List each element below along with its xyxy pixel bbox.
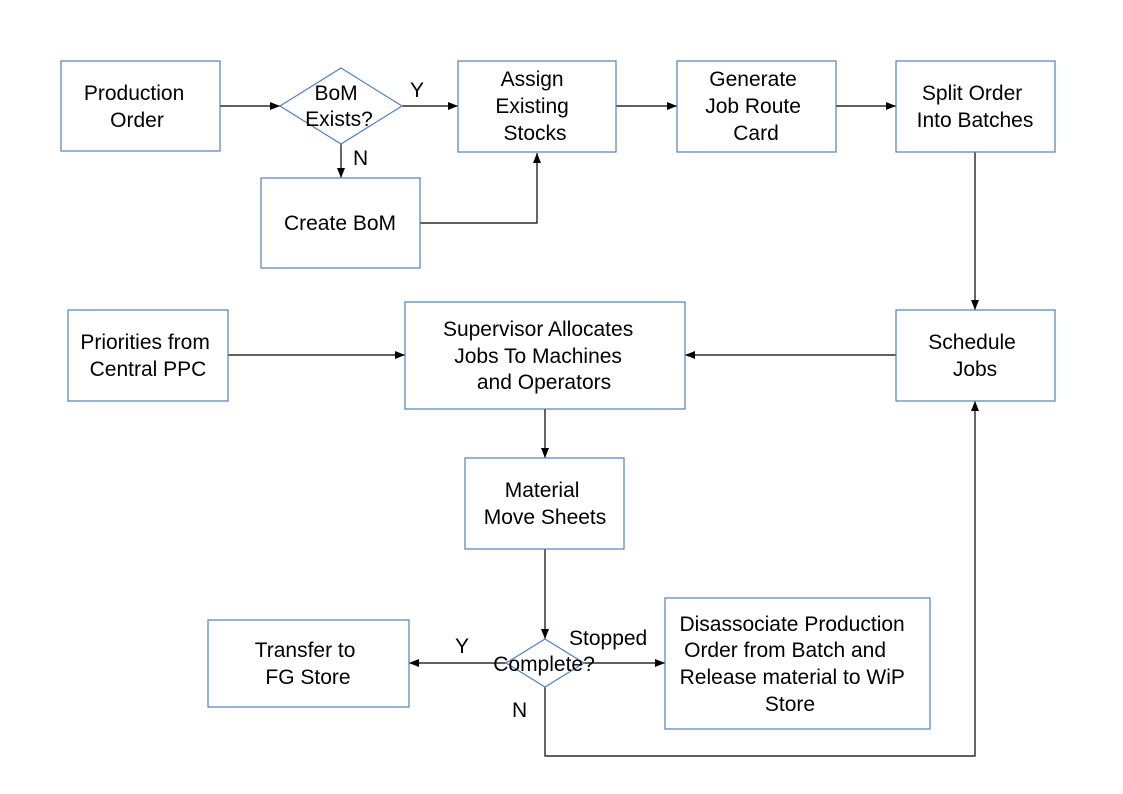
node-text: Schedule <box>928 331 1016 354</box>
svg-text:Split Order Into Batches: Split Order Into Batches <box>917 82 1034 132</box>
node-text: Order from Batch and <box>684 639 886 662</box>
node-create-bom: Create BoM <box>260 177 421 269</box>
node-text: Release material to WiP <box>680 666 905 689</box>
node-text: Generate <box>709 68 797 91</box>
node-text: Central PPC <box>90 358 207 381</box>
edge-label-complete-stopped: Stopped <box>569 627 647 650</box>
svg-text:Supervisor Allocates Job: Supervisor Allocates Jobs To Machines an… <box>443 318 639 394</box>
node-text: and Operators <box>477 371 611 394</box>
node-text: Move Sheets <box>484 506 607 529</box>
svg-text:Assign Existing St: Assign Existing Stocks <box>495 68 574 145</box>
node-text: Production <box>84 82 184 105</box>
edge-labels: Y N Y Stopped N <box>353 79 647 722</box>
decision-bom-exists: BoM Exists? <box>278 67 404 145</box>
node-supervisor-allocates: Supervisor Allocates Jobs To Machines an… <box>404 301 686 410</box>
node-transfer-fg-store: Transfer to FG Store <box>207 619 410 708</box>
node-text: Transfer to <box>255 639 356 662</box>
node-text: Jobs To Machines <box>454 345 622 368</box>
decision-complete: Complete? <box>493 638 595 688</box>
svg-text:Create BoM: Create BoM <box>284 212 396 235</box>
svg-text:Complete?: Complete? <box>493 653 595 676</box>
node-text: Exists? <box>305 108 373 131</box>
node-text: Assign <box>501 68 564 91</box>
node-text: Store <box>765 693 815 716</box>
node-text: Priorities from <box>80 331 210 354</box>
node-text: Disassociate Production <box>679 613 904 636</box>
svg-text:Schedule Jobs: Schedule Jobs <box>928 331 1021 381</box>
svg-text:Generate Job Route: Generate Job Route Card <box>705 68 807 145</box>
node-schedule-jobs: Schedule Jobs <box>895 309 1056 402</box>
edge-label-bom-yes: Y <box>410 79 424 102</box>
node-split-order: Split Order Into Batches <box>895 60 1056 153</box>
node-text: Existing <box>495 95 569 118</box>
node-text: Order <box>110 109 164 132</box>
node-text: BoM <box>314 82 357 105</box>
svg-text:Transfer to FG Store: Transfer to FG Store <box>255 639 362 689</box>
node-assign-existing-stocks: Assign Existing Stocks <box>457 60 617 153</box>
edge-label-complete-yes: Y <box>455 635 469 658</box>
node-material-move-sheets: Material Move Sheets <box>464 457 625 550</box>
node-text: Material <box>505 479 580 502</box>
node-text: Create BoM <box>284 212 396 235</box>
node-production-order: Production Order <box>60 60 221 152</box>
node-disassociate-production-order: Disassociate Production Order from Batch… <box>664 597 931 730</box>
node-text: Card <box>733 122 779 145</box>
svg-text:Priorities from Central: Priorities from Central PPC <box>80 331 215 381</box>
node-text: Stocks <box>503 122 566 145</box>
node-generate-job-route-card: Generate Job Route Card <box>676 60 837 153</box>
node-text: Supervisor Allocates <box>443 318 633 341</box>
node-text: Job Route <box>705 95 801 118</box>
connectors <box>220 102 979 757</box>
arrow-create-to-assign <box>420 153 541 224</box>
node-text: Split Order <box>922 82 1022 105</box>
svg-text:Material Move Sheets: Material Move Sheets <box>484 479 607 529</box>
edge-label-complete-no: N <box>512 699 527 722</box>
node-text: Complete? <box>493 653 595 676</box>
svg-text:Production Order: Production Order <box>84 82 190 132</box>
node-priorities-central-ppc: Priorities from Central PPC <box>67 309 229 402</box>
edge-label-bom-no: N <box>353 147 368 170</box>
svg-text:BoM Exists?: BoM Exists? <box>305 82 373 131</box>
arrow-complete-no-to-schedule <box>544 401 979 757</box>
svg-text:Disassociate Production: Disassociate Production Order from Batch… <box>679 613 910 716</box>
node-text: Jobs <box>953 358 997 381</box>
node-text: FG Store <box>265 666 350 689</box>
node-text: Into Batches <box>917 109 1034 132</box>
